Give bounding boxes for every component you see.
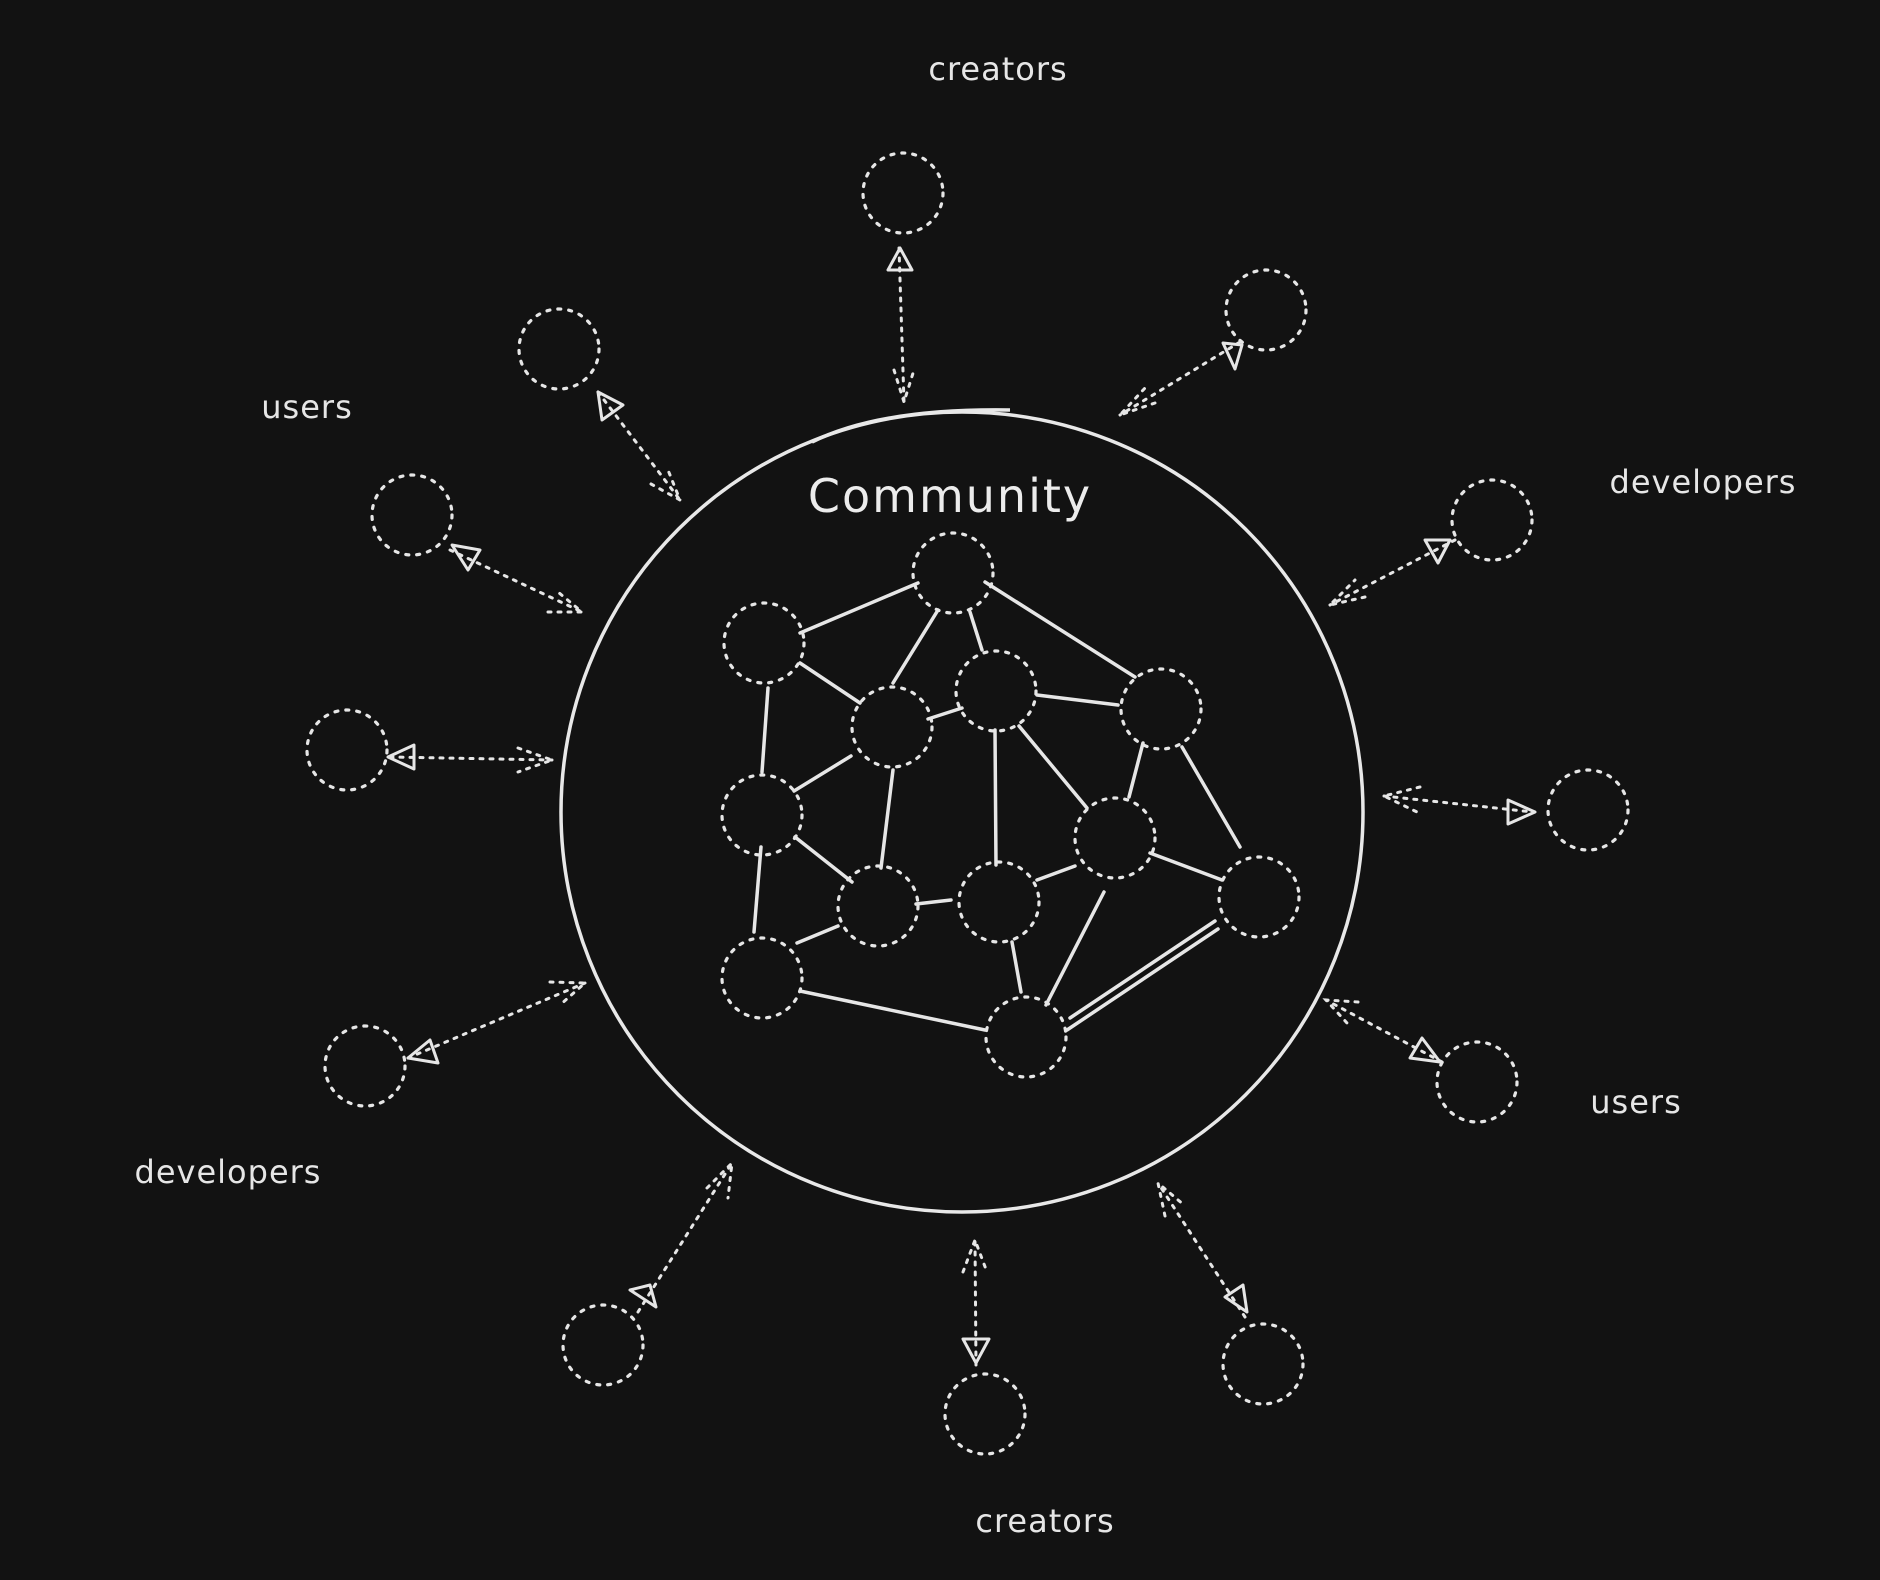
arrow-connector [406,981,587,1060]
network-edge [1148,851,1224,882]
network-edge [879,768,895,870]
arrow-head-icon [386,743,416,771]
network-edge [993,728,998,867]
arrow-connector [649,468,683,504]
arrow-head-icon [1506,798,1537,826]
network-node [720,773,804,857]
arrow-connector [1325,578,1367,608]
outer-node [517,307,601,391]
arrow-head-icon [1221,341,1244,371]
arrow-connector [1118,386,1157,417]
network-nodes [720,531,1301,1079]
arrow-connector [448,548,584,614]
arrow-connector [596,390,682,502]
label-creators-top: creators [928,50,1067,88]
label-users-left: users [261,388,352,426]
network-node [722,601,806,685]
arrow-connector [961,1235,989,1274]
network-edge [1044,890,1106,1007]
arrow-connector [636,1161,734,1314]
network-edge [795,924,840,945]
network-edge [1035,693,1120,707]
network-edge [914,898,953,906]
network-edge [1017,724,1089,810]
arrow-connector [1118,340,1242,417]
community-title: Community [808,469,1092,523]
arrow-head-icon [1423,538,1452,565]
arrow-connector [973,1238,978,1367]
network-edge [760,686,770,774]
arrow-connector [548,980,589,1007]
arrow-connector [546,590,587,614]
arrow-connector [388,755,554,762]
arrow-connector [516,746,557,774]
outer-node [1435,1040,1519,1124]
outer-node [1450,478,1534,562]
network-edge [798,989,987,1032]
arrow-connector [1156,1181,1247,1319]
arrow-head-icon [1223,1283,1249,1314]
community-circle-overstroke [811,408,1011,444]
arrow-connector [1155,1179,1186,1218]
network-node [954,649,1038,733]
network-edge [1127,741,1145,799]
outer-node [370,473,454,557]
arrow-connector [1379,785,1422,814]
network-node [1073,796,1157,880]
network-node [1217,855,1301,939]
network-edge [752,845,763,934]
network-node [984,995,1068,1079]
network-edge [891,608,940,685]
arrow-head-icon [628,1283,658,1309]
outer-nodes [305,151,1630,1456]
outer-node [943,1372,1027,1456]
label-users-right: users [1590,1083,1681,1121]
label-developers-left: developers [135,1153,322,1191]
network-node [1119,667,1203,751]
arrow-head-icon [1408,1036,1442,1064]
arrow-connector [892,368,916,408]
network-node [911,531,995,615]
network-edge [1068,919,1217,1020]
label-creators-bottom: creators [975,1502,1114,1540]
network-edge [1035,864,1077,882]
arrow-connector [1324,998,1444,1064]
network-node [957,860,1041,944]
network-node [850,685,934,769]
network-edge [983,580,1137,679]
arrow-connector [1322,998,1360,1025]
arrow-head-icon [596,390,625,422]
arrow-head-icon [886,246,914,272]
network-node [720,936,804,1020]
outer-node [561,1303,645,1387]
arrow-head-icon [406,1038,440,1065]
network-edge [792,754,853,793]
network-edge [798,661,862,705]
outer-node [1224,268,1308,352]
network-node [836,864,920,948]
community-circle [559,410,1365,1214]
network-edges [752,580,1242,1032]
arrow-head-icon [961,1337,991,1365]
connector-arrows [386,246,1537,1367]
outer-node [861,151,945,235]
outer-node [1546,768,1630,852]
arrow-connector [705,1158,734,1200]
outer-node [323,1024,407,1108]
arrow-connector [1382,794,1535,814]
arrow-head-icon [450,543,482,572]
network-edge [926,706,964,721]
network-edge [968,610,984,652]
network-edge [1010,940,1023,994]
outer-node [1221,1322,1305,1406]
network-edge [1180,745,1242,849]
network-edge [793,835,854,884]
label-developers-right: developers [1610,463,1797,501]
network-edge [798,581,920,635]
network-edge [1065,927,1220,1032]
arrow-connector [1328,538,1457,607]
outer-node [305,708,389,792]
